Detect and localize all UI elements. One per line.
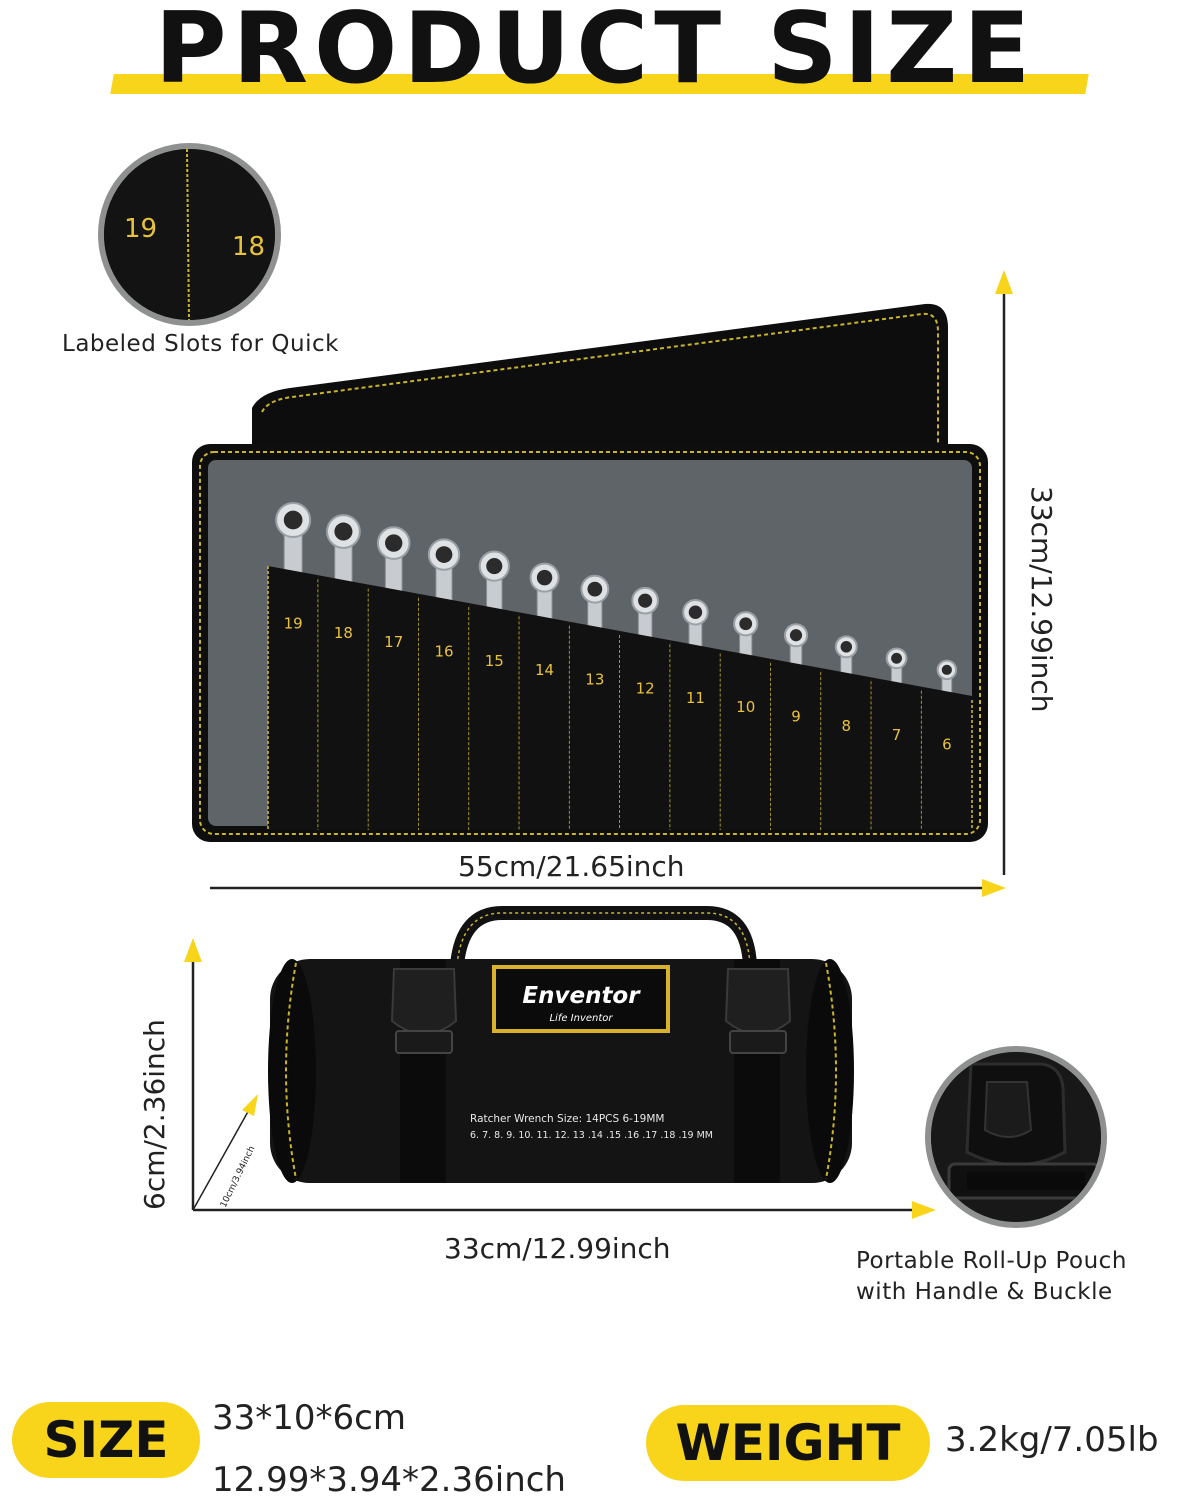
brand-logo: Enventor [522,983,641,1009]
pocket [770,658,822,830]
slot-number: 16 [434,643,453,661]
slot-number: 13 [585,670,604,688]
pocket [519,612,570,830]
zoom-slot-label: 18 [232,232,265,262]
slot-number: 12 [636,680,655,698]
pocket [418,593,470,830]
buckle-icon [724,968,792,1054]
rolled-height-label: 6cm/2.36inch [138,1019,171,1210]
size-imperial: 12.99*3.94*2.36inch [212,1460,566,1500]
arrow-right-icon [982,879,1006,897]
slot-number: 6 [942,735,952,753]
rolled-length-label: 33cm/12.99inch [444,1232,671,1265]
page-title: PRODUCT SIZE [0,0,1191,110]
wrench-set [275,502,958,703]
slot-number: 9 [791,708,801,726]
arrow-up-icon [184,938,202,962]
brand-patch [492,965,670,1033]
pocket [469,603,520,830]
wrench [326,514,361,599]
slot-number: 17 [384,633,403,651]
slot-number: 10 [736,698,755,716]
pocket [670,640,721,830]
rolled-pouch: Enventor Life Inventor Ratcher Wrench Si… [268,906,854,1183]
slot-number: 11 [686,689,705,707]
pouch-handle [450,906,757,966]
pocket [720,649,771,830]
pocket [569,621,620,830]
portable-caption-line1: Portable Roll-Up Pouch [856,1248,1127,1274]
slot-number: 14 [535,661,554,679]
slot-number: 7 [892,726,902,744]
buckle-zoom [925,1046,1107,1228]
open-tool-roll: 19 18 17 16 15 14 13 12 11 10 9 8 7 6 [192,303,988,842]
top-flap [252,303,948,480]
buckle-icon [390,968,458,1054]
slot-number: 19 [284,615,303,633]
pocket [318,575,369,830]
size-metric: 33*10*6cm [212,1398,406,1438]
pocket [268,566,319,830]
labeled-slots-zoom: 19 18 [98,143,281,326]
portable-caption-line2: with Handle & Buckle [856,1279,1113,1305]
slot-number: 8 [842,717,852,735]
open-height-label: 33cm/12.99inch [1025,486,1058,713]
pocket [871,677,922,830]
size-badge: SIZE [12,1402,200,1478]
arrow-diagonal-icon [242,1094,258,1116]
wrench [631,586,659,651]
weight-value: 3.2kg/7.05lb [945,1420,1159,1460]
pocket-row: 19 18 17 16 15 14 13 12 11 10 9 8 7 6 [267,566,973,830]
pocket [821,668,872,830]
arrow-up-icon [995,270,1013,294]
arrow-right-icon [912,1201,936,1219]
pocket [368,584,419,830]
pocket [620,631,671,830]
labeled-slots-caption: Labeled Slots for Quick [62,331,339,357]
brand-tagline: Life Inventor [549,1013,613,1024]
wrench [783,623,809,677]
title-text: PRODUCT SIZE [154,0,1037,106]
buckle-closeup-icon [931,1052,1101,1222]
slot-number: 18 [334,624,353,642]
wrench [834,635,858,686]
open-width-label: 55cm/21.65inch [458,850,685,883]
slot-number: 15 [485,652,504,670]
pocket [921,686,972,830]
zoom-slot-label: 19 [124,214,157,244]
wrench [885,647,908,694]
weight-badge: WEIGHT [646,1405,930,1481]
pouch-print-line: 6. 7. 8. 9. 10. 11. 12. 13 .14 .15 .16 .… [470,1130,713,1141]
slot-closeup-illustration: 19 18 [104,149,275,320]
pouch-print-line: Ratcher Wrench Size: 14PCS 6-19MM [470,1113,664,1125]
